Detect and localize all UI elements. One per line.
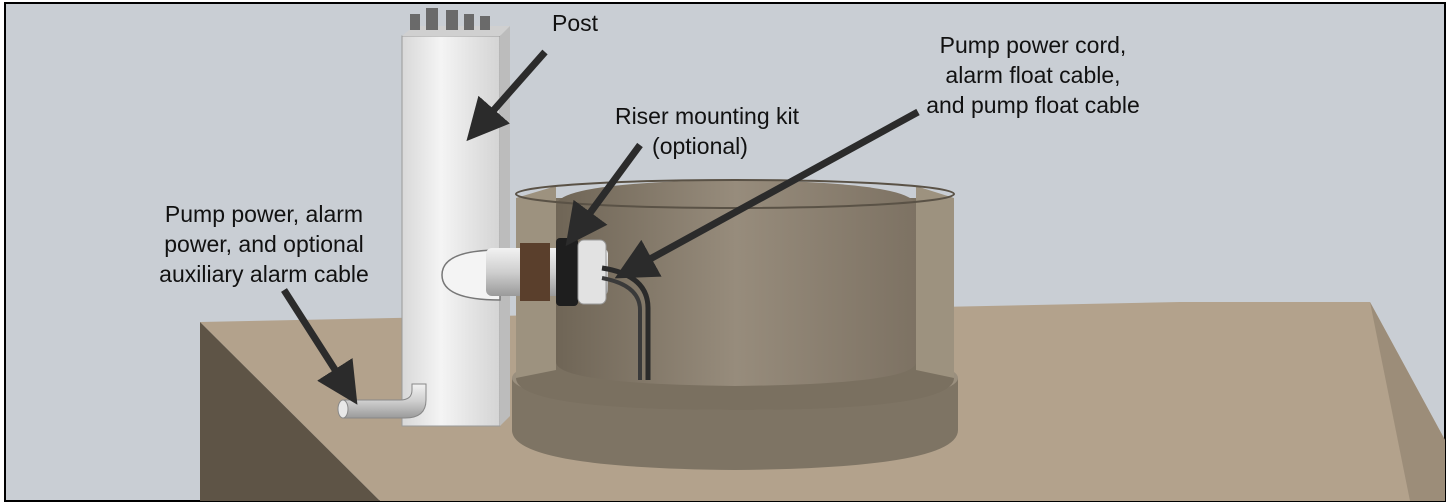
ground-right-face [1370,302,1445,501]
post-arrow [466,49,548,142]
mount-grommet [556,238,578,306]
aux-cable-arrow [281,288,358,405]
label-aux-line2: power, and optional [164,231,364,257]
riser-rim [515,179,955,209]
label-cords-line3: and pump float cable [926,92,1140,118]
pump-cable-b [601,276,642,380]
label-post: Post [552,10,599,36]
label-cords-line2: alarm float cable, [945,62,1120,88]
riser-kit-arrow [565,142,643,247]
post-side [500,26,510,426]
post-dome [441,249,501,301]
mount-collar [577,239,607,305]
conduit-end [337,399,349,419]
label-riser-line1: Riser mounting kit [615,103,800,129]
ground-front-face [200,322,380,501]
conduit-elbow [342,383,427,419]
label-riser-line2: (optional) [652,133,748,159]
post-connectors [410,8,490,30]
pump-cable-a [601,265,651,380]
post-body [401,35,501,427]
label-cords-line1: Pump power cord, [940,32,1127,58]
label-aux-line3: auxiliary alarm cable [159,261,369,287]
cords-arrow [614,108,920,279]
mount-sleeve [520,243,550,301]
label-aux-line1: Pump power, alarm [165,201,363,227]
riser-cut-right [916,186,954,378]
